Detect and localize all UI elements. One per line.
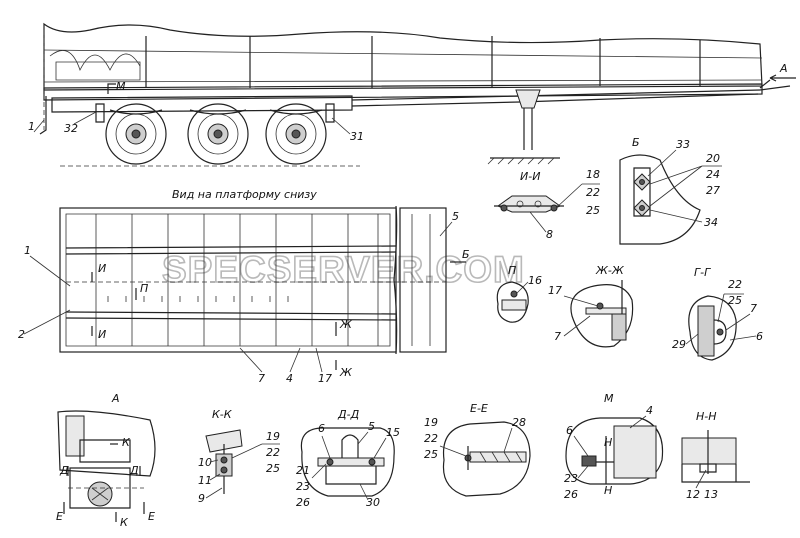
label-32: 32	[64, 122, 78, 135]
section-g: 22 25 7 29 6	[672, 278, 763, 361]
arrow-k-top: К	[122, 436, 131, 449]
dd-label-6: 6	[318, 422, 325, 435]
dd-label-21: 21	[296, 464, 310, 477]
section-kk: 19 22 25 10 11 9	[198, 429, 280, 505]
plan-label-2: 2	[18, 328, 25, 341]
b-label-33: 33	[676, 138, 690, 151]
trailer-side-view: 1 32 31 М А	[28, 22, 796, 167]
nn-label-12: 12	[686, 488, 700, 501]
zh-label-7: 7	[554, 330, 561, 343]
view-b: 33 20 24 27 34	[619, 138, 722, 245]
nn-label-12-13: 12 13	[686, 488, 718, 501]
kk-label-22: 22	[266, 446, 280, 459]
arrow-zh-top: Ж	[339, 318, 353, 331]
ii-label-8: 8	[546, 228, 553, 241]
arrow-i-top: И	[98, 262, 106, 275]
arrow-n-top: Н	[604, 436, 612, 449]
ee-label-19: 19	[424, 416, 438, 429]
plan-label-4: 4	[286, 372, 293, 385]
dd-label-26: 26	[296, 496, 310, 509]
b-label-20: 20	[706, 152, 720, 165]
b-label-24: 24	[706, 168, 720, 181]
wheel-3	[265, 103, 327, 165]
arrow-m: М	[116, 80, 126, 93]
dd-label-15: 15	[386, 426, 400, 439]
title-bottom-view: Вид на платформу снизу	[172, 188, 317, 201]
kk-label-11: 11	[198, 474, 212, 487]
section-nn: 12 13	[681, 430, 750, 501]
arrow-a: А	[779, 62, 788, 75]
dd-label-30: 30	[366, 496, 380, 509]
title-view-p: П	[508, 264, 516, 277]
section-ee: 19 22 25 28	[424, 416, 531, 497]
arrow-d-right: Д	[129, 464, 139, 477]
label-31: 31	[350, 130, 364, 143]
arrow-d-left: Д	[59, 464, 69, 477]
arrow-e-left: Е	[56, 510, 63, 523]
dd-label-23: 23	[296, 480, 310, 493]
kk-label-10: 10	[198, 456, 212, 469]
wheel-2	[187, 103, 249, 165]
arrow-p: П	[140, 282, 148, 295]
title-section-dd: Д-Д	[337, 408, 360, 421]
dd-label-5: 5	[368, 420, 375, 433]
b-label-27: 27	[706, 184, 720, 197]
view-p: 16	[496, 274, 542, 323]
arrow-k-bottom: К	[120, 516, 129, 529]
section-ii: 18 22 25 8	[494, 168, 600, 241]
title-view-m: М	[604, 392, 614, 405]
title-section-kk: К-К	[212, 408, 233, 421]
view-m: Н Н 4 6 23 26	[564, 404, 664, 501]
ii-label-22: 22	[586, 186, 600, 199]
section-zh: 17 7	[548, 280, 634, 348]
title-section-zh: Ж-Ж	[595, 264, 625, 277]
plan-label-5: 5	[452, 210, 459, 223]
ii-label-25: 25	[586, 204, 600, 217]
zh-label-17: 17	[548, 284, 562, 297]
m-label-26: 26	[564, 488, 578, 501]
ii-label-18: 18	[586, 168, 600, 181]
title-view-b: Б	[632, 136, 640, 149]
m-label-6: 6	[566, 424, 573, 437]
title-view-a: А	[111, 392, 120, 405]
g-label-22: 22	[728, 278, 742, 291]
ee-label-22: 22	[424, 432, 438, 445]
arrow-i-bottom: И	[98, 328, 106, 341]
title-section-ii: И-И	[520, 170, 540, 183]
arrow-b: Б	[462, 248, 470, 261]
b-label-34: 34	[704, 216, 718, 229]
p-label-16: 16	[528, 274, 542, 287]
m-label-4: 4	[646, 404, 653, 417]
title-section-g: Г-Г	[694, 266, 711, 279]
ee-label-28: 28	[512, 416, 526, 429]
plan-label-7: 7	[258, 372, 265, 385]
kk-label-19: 19	[266, 430, 280, 443]
m-label-23: 23	[564, 472, 578, 485]
plan-label-1: 1	[24, 244, 31, 257]
arrow-e-right: Е	[148, 510, 155, 523]
kk-label-9: 9	[198, 492, 205, 505]
g-label-6: 6	[756, 330, 763, 343]
platform-bottom-view: И И П Ж Ж 1 2 5 7 4 17 Б	[18, 205, 470, 385]
title-section-nn: Н-Н	[696, 410, 717, 423]
g-label-29: 29	[672, 338, 686, 351]
section-dd: 6 5 15 21 23 26 30	[296, 420, 400, 509]
kk-label-25: 25	[266, 462, 280, 475]
g-label-25: 25	[728, 294, 742, 307]
arrow-n-bottom: Н	[604, 484, 612, 497]
plan-label-17: 17	[318, 372, 332, 385]
g-label-7: 7	[750, 302, 757, 315]
watermark: SPECSERVER.COM	[162, 249, 525, 290]
view-a: К Д Д Е Е К	[56, 410, 156, 529]
title-section-ee: Е-Е	[470, 402, 488, 415]
ee-label-25: 25	[424, 448, 438, 461]
arrow-zh-bottom: Ж	[339, 366, 353, 379]
nn-label-13: 13	[704, 488, 718, 501]
wheel-1	[105, 103, 167, 165]
label-1: 1	[28, 120, 35, 133]
